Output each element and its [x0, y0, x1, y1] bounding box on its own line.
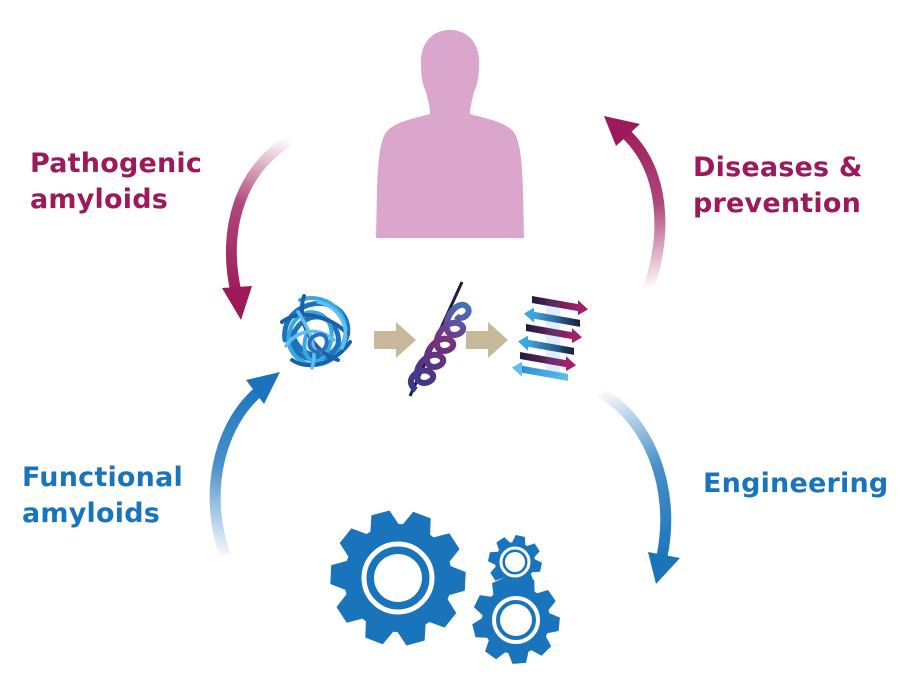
engineering-arrow: [597, 387, 680, 584]
diseases-label-line2: prevention: [693, 188, 862, 219]
pathogenic-arrow: [222, 135, 293, 320]
transition-arrow-1: [374, 322, 416, 358]
pathogenic-amyloids-label: Pathogenic amyloids: [30, 146, 202, 218]
random-coil-icon: [280, 294, 352, 370]
engineering-label-text: Engineering: [703, 468, 889, 499]
pathogenic-label-line1: Pathogenic: [30, 148, 203, 179]
human-torso-icon: [376, 30, 524, 238]
functional-arrow: [209, 372, 280, 557]
transition-arrow-2: [466, 322, 508, 358]
pathogenic-label-line2: amyloids: [30, 184, 169, 215]
beta-sheet-icon: [512, 296, 588, 381]
diseases-label-line1: Diseases &: [693, 152, 863, 183]
gears-icon: [330, 510, 560, 664]
small-gear-icon: [488, 535, 542, 589]
engineering-label: Engineering: [703, 466, 888, 502]
functional-label-line2: amyloids: [22, 498, 161, 529]
large-gear-icon: [330, 510, 466, 646]
diseases-prevention-label: Diseases & prevention: [693, 150, 863, 222]
medium-gear-icon: [472, 576, 560, 664]
functional-amyloids-label: Functional amyloids: [22, 460, 183, 532]
functional-label-line1: Functional: [22, 462, 183, 493]
diseases-arrow: [604, 116, 666, 292]
alpha-helix-icon: [407, 281, 472, 397]
